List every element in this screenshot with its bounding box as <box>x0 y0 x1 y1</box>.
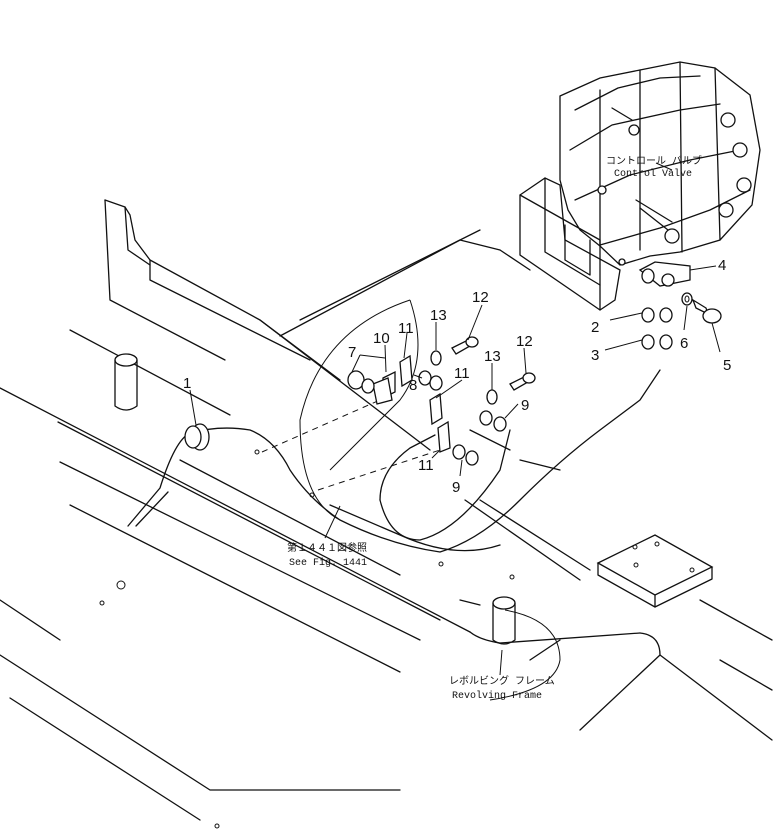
callout-1: 1 <box>183 375 191 392</box>
callout-6: 6 <box>680 335 688 352</box>
callout-9-lower: 9 <box>452 479 460 496</box>
hose-routing <box>127 299 661 581</box>
fitting-7 <box>347 370 375 394</box>
caption-frame-en: Revolving Frame <box>452 690 542 702</box>
plug-3 <box>641 334 673 350</box>
callout-2: 2 <box>591 319 599 336</box>
caption-see-fig-en: See Fig. 1441 <box>289 557 367 569</box>
valve-bracket <box>519 177 621 311</box>
fitting-4 <box>618 258 691 287</box>
fitting-9-lower <box>452 444 479 466</box>
callout-numbers: 1 2 3 4 5 6 7 8 9 9 10 11 11 11 12 12 13… <box>183 257 731 496</box>
callout-13-right: 13 <box>484 348 501 365</box>
clamp-11-upper <box>399 354 413 388</box>
boom-bracket <box>104 199 431 451</box>
fitting-9-upper <box>479 410 507 432</box>
bolt-12-right <box>509 372 536 391</box>
caption-frame-jp: レボルビング フレーム <box>449 674 555 688</box>
bolt-12-left <box>451 336 479 355</box>
caption-see-fig-jp: 第１４４１図参照 <box>287 541 367 555</box>
leader-lines <box>189 162 721 676</box>
clamp-11-middle <box>429 392 443 426</box>
callout-13-left: 13 <box>430 307 447 324</box>
callout-4: 4 <box>718 257 726 274</box>
plug-2 <box>641 307 673 323</box>
callout-3: 3 <box>591 347 599 364</box>
washer-6 <box>681 292 693 306</box>
bolt-5 <box>691 298 722 324</box>
callout-11-lower: 11 <box>418 457 434 474</box>
callout-11-middle: 11 <box>454 365 470 382</box>
callout-10: 10 <box>373 330 390 347</box>
callout-5: 5 <box>723 357 731 374</box>
revolving-frame <box>0 229 773 829</box>
control-valve <box>559 61 761 266</box>
clamp-10 <box>372 370 396 405</box>
mount-block <box>596 534 714 608</box>
caption-control-valve-en: Control Valve <box>614 168 692 180</box>
captions: コントロール バルブ Control Valve 第１４４１図参照 See Fi… <box>287 154 702 702</box>
fitting-8 <box>418 370 443 391</box>
frame-pin-left <box>114 353 138 411</box>
frame-pin-right <box>492 596 516 645</box>
callout-12-left: 12 <box>472 289 489 306</box>
callout-11-upper: 11 <box>398 320 414 337</box>
callout-12-right: 12 <box>516 333 533 350</box>
washer-13-left <box>430 350 442 366</box>
callout-9-upper: 9 <box>521 397 529 414</box>
clamp-11-lower <box>437 420 451 453</box>
caption-control-valve-jp: コントロール バルブ <box>606 154 702 168</box>
washer-13-right <box>486 389 498 405</box>
callout-8: 8 <box>409 377 417 394</box>
callout-7: 7 <box>348 344 356 361</box>
